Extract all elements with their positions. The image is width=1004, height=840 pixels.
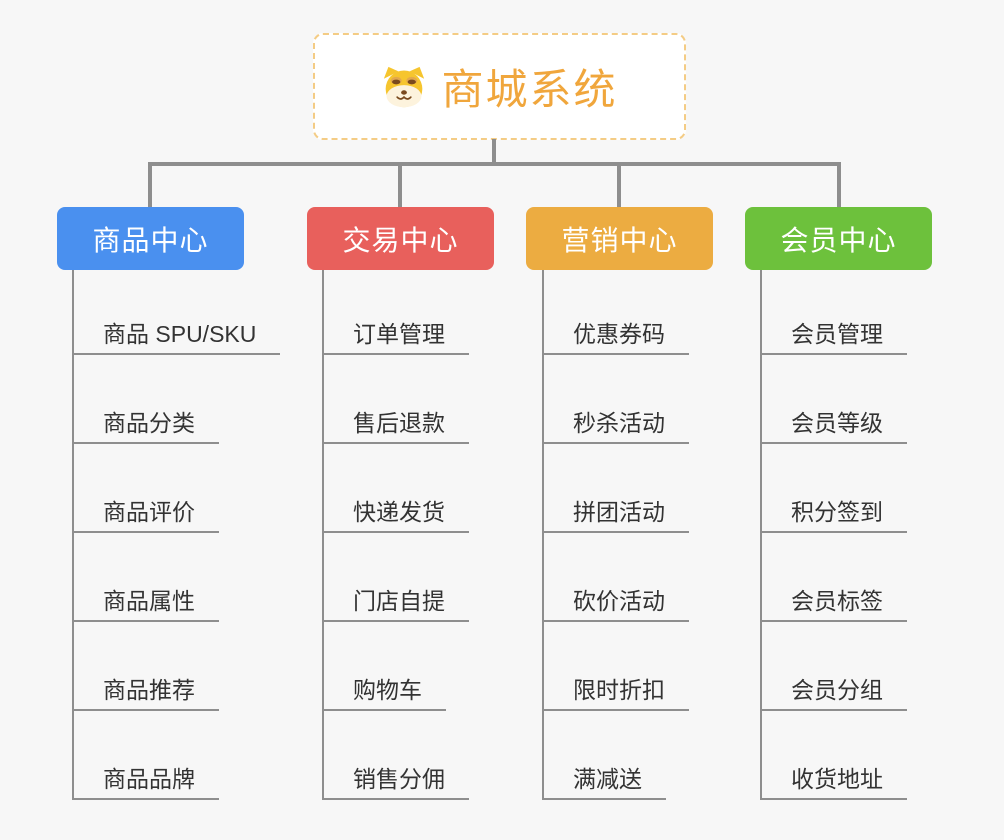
branch-node-members[interactable]: 会员中心 [745, 207, 932, 270]
branch-node-marketing[interactable]: 营销中心 [526, 207, 713, 270]
leaf-node[interactable]: 售后退款 [322, 404, 469, 444]
leaf-node[interactable]: 销售分佣 [322, 760, 469, 800]
connector-drop-products [148, 162, 152, 207]
leaf-node[interactable]: 满减送 [542, 760, 666, 800]
leaf-node[interactable]: 秒杀活动 [542, 404, 689, 444]
leaf-node[interactable]: 商品品牌 [72, 760, 219, 800]
leaf-node[interactable]: 门店自提 [322, 582, 469, 622]
connector-drop-trade [398, 162, 402, 207]
leaf-node[interactable]: 商品分类 [72, 404, 219, 444]
leaf-node[interactable]: 会员标签 [760, 582, 907, 622]
leaf-node[interactable]: 会员分组 [760, 671, 907, 711]
branch-node-trade[interactable]: 交易中心 [307, 207, 494, 270]
connector-root-drop [492, 139, 496, 166]
connector-drop-marketing [617, 162, 621, 207]
leaf-node[interactable]: 积分签到 [760, 493, 907, 533]
leaf-node[interactable]: 购物车 [322, 671, 446, 711]
root-node-title: 商城系统 [441, 66, 618, 113]
trunk-products [72, 270, 74, 800]
trunk-members [760, 270, 762, 800]
leaf-node[interactable]: 会员等级 [760, 404, 907, 444]
connector-bus [148, 162, 841, 166]
root-node[interactable]: 商城系统 [313, 33, 686, 140]
leaf-node[interactable]: 会员管理 [760, 315, 907, 355]
leaf-node[interactable]: 优惠券码 [542, 315, 689, 355]
leaf-node[interactable]: 商品 SPU/SKU [72, 315, 281, 355]
trunk-trade [322, 270, 324, 800]
leaf-node[interactable]: 订单管理 [322, 315, 469, 355]
leaf-node[interactable]: 限时折扣 [542, 671, 689, 711]
leaf-node[interactable]: 快递发货 [322, 493, 469, 533]
leaf-node[interactable]: 商品评价 [72, 493, 219, 533]
leaf-node[interactable]: 商品属性 [72, 582, 219, 622]
connector-drop-members [837, 162, 841, 207]
leaf-node[interactable]: 收货地址 [760, 760, 907, 800]
branch-node-products[interactable]: 商品中心 [57, 207, 244, 270]
leaf-node[interactable]: 拼团活动 [542, 493, 689, 533]
leaf-node[interactable]: 砍价活动 [542, 582, 689, 622]
trunk-marketing [542, 270, 544, 800]
leaf-node[interactable]: 商品推荐 [72, 671, 219, 711]
dog-face-icon [384, 66, 425, 107]
